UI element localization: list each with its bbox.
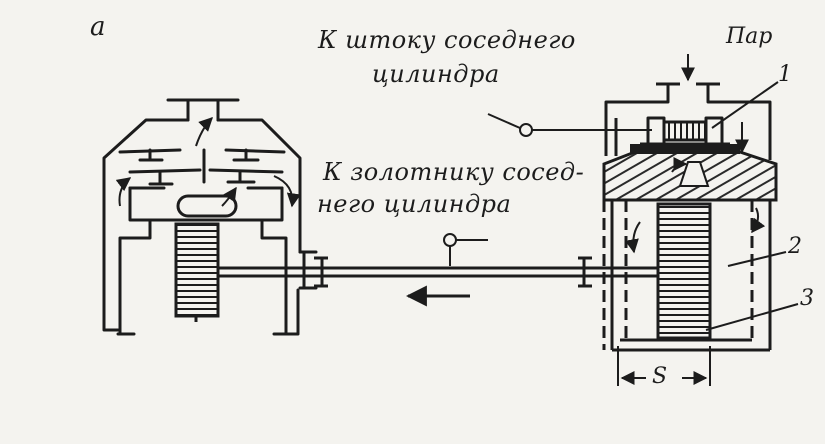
pump-piston [174, 222, 220, 318]
rod-link-leader [487, 113, 652, 137]
valve-link-label-line2: него цилиндра [317, 190, 512, 218]
part-number-1: 1 [778, 62, 792, 87]
pump-cylinder [102, 98, 318, 336]
figure-letter: а [90, 12, 106, 42]
steam-piston [656, 202, 712, 340]
rod-link-label-line2: цилиндра [372, 60, 500, 88]
stroke-label: S [652, 364, 668, 389]
valve-link-leader [443, 233, 488, 266]
slide-valve-face [630, 144, 740, 154]
piston-rod [218, 256, 660, 288]
rod-link-label-line1: К штоку соседнего [318, 26, 576, 54]
stroke-dimension [617, 346, 711, 386]
steam-flow-arrows [625, 54, 766, 254]
part-number-2: 2 [788, 234, 802, 259]
pump-flow-arrows [115, 117, 301, 208]
valve-link-label-line1: К золотнику сосед- [323, 158, 585, 186]
part-leaders [705, 81, 799, 331]
steam-label: Пар [726, 24, 773, 49]
part-number-3: 3 [800, 286, 814, 311]
